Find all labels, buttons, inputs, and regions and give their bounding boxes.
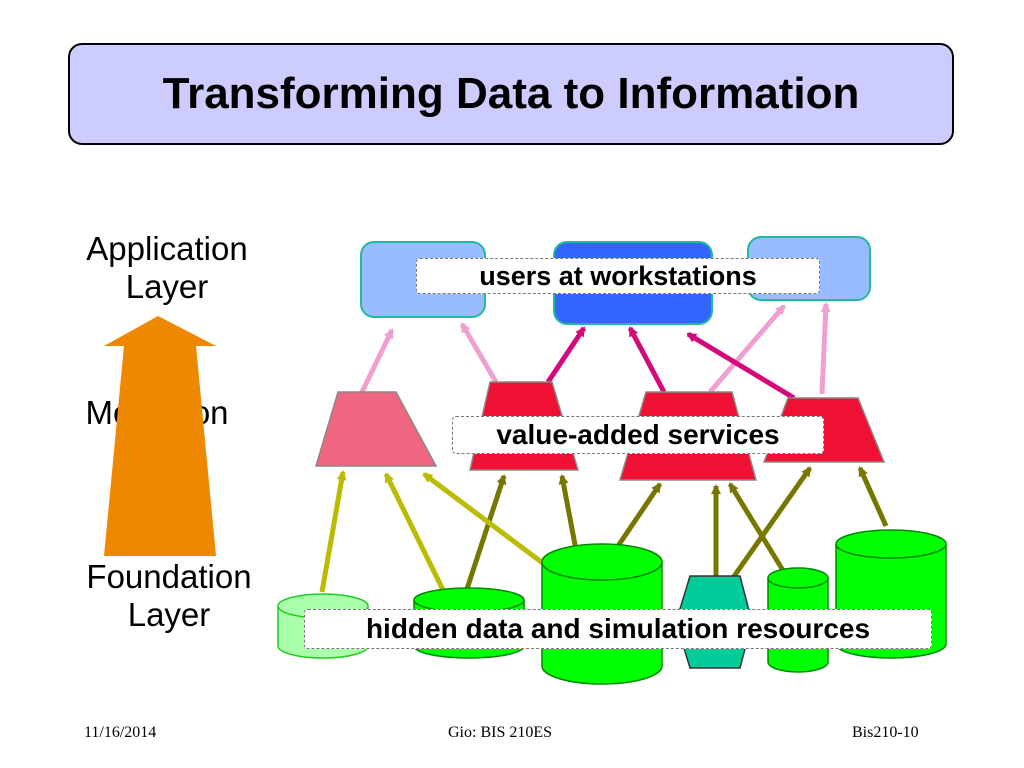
resources-callout: hidden data and simulation resources [304,609,932,649]
arrow-m2-app-center [545,326,587,384]
arrow-f1-m1 [319,470,347,593]
application-layer-label: Application Layer [62,230,272,306]
arrow-f2-m2 [463,474,507,593]
footer-date: 11/16/2014 [84,724,157,741]
arrow-f3-m3 [615,482,663,548]
foundation-layer-line2: Layer [127,596,211,633]
arrow-m1-app [359,328,395,394]
arrow-f5-m3 [727,482,787,574]
arrow-f2-m1 [383,472,447,594]
arrow-f3-m1 [422,472,554,572]
page-title: Transforming Data to Information [162,69,860,118]
arrow-m4-app-center [686,331,796,401]
foundation-layer-line1: Foundation [86,558,252,595]
arrow-f3-m2 [558,474,579,551]
arrow-m4-app-right [819,302,831,395]
services-callout: value-added services [452,416,824,454]
arrow-hex-m4 [727,466,813,584]
foundation-layer-label: Foundation Layer [64,558,274,634]
footer-slide-number: Bis210-10 [852,724,919,741]
layer-up-arrow [104,316,216,556]
arrow-m3-app-center [627,326,667,394]
application-layer-line2: Layer [125,268,209,305]
arrow-m3-app-right [708,304,786,394]
workstations-callout: users at workstations [416,258,820,294]
mediator-pink [314,391,438,467]
arrow-m2-app-left [459,322,499,384]
title-box: Transforming Data to Information [68,43,954,145]
arrow-f6-m4 [857,466,889,528]
footer-course: Gio: BIS 210ES [448,724,553,741]
application-layer-line1: Application [86,230,248,267]
